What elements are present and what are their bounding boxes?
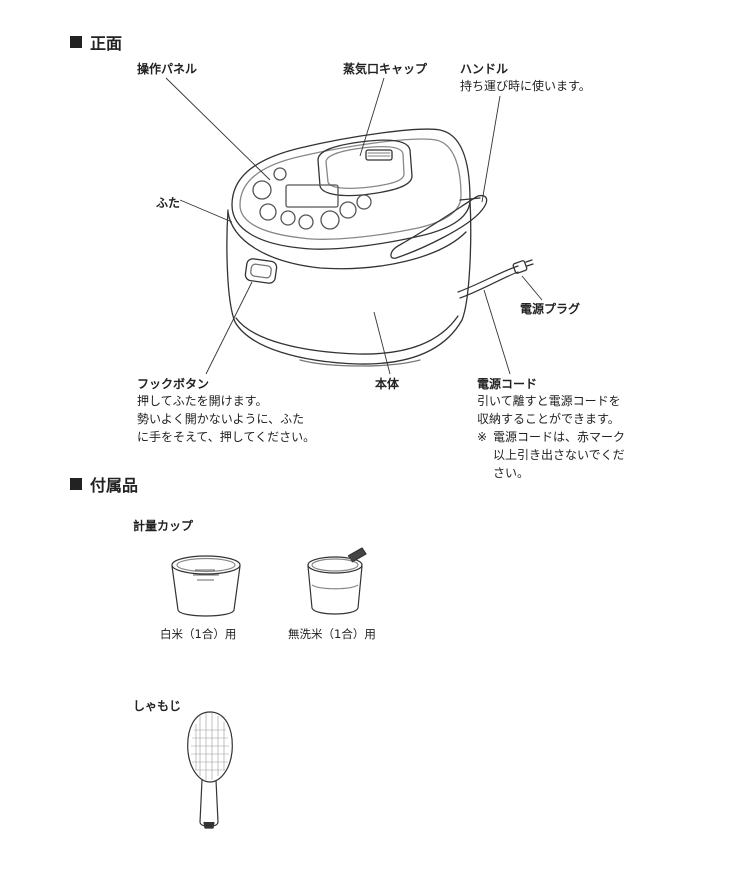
label-power-plug: 電源プラグ [520, 302, 581, 316]
hook-desc-line: 押してふたを開けます。 [137, 394, 268, 408]
power-plug-shape [512, 260, 528, 274]
caption-cup-musen: 無洗米（1合）用 [288, 627, 376, 641]
cup-white-body [171, 565, 241, 617]
cup-musen-handle [347, 547, 367, 563]
cooker-body-bottom-band [235, 315, 459, 355]
steam-vent [365, 149, 393, 161]
handle-shape [390, 194, 488, 259]
label-measuring-cup: 計量カップ [133, 519, 194, 533]
cup-musen-rim [307, 556, 363, 574]
label-handle: ハンドル [460, 62, 509, 76]
leader-handle [481, 95, 501, 203]
paddle-texture [191, 713, 229, 780]
steam-cap-outline [317, 139, 413, 197]
hook-button-shape [244, 258, 278, 284]
hook-button-callout: フックボタン 押してふたを開けます。 勢いよく開かないように、ふた に手をそえて… [137, 375, 315, 446]
handle-description: 持ち運び時に使います。 [460, 79, 591, 93]
hook-desc-line: 勢いよく開かないように、ふた [137, 412, 305, 426]
label-rice-paddle: しゃもじ [133, 699, 182, 713]
power-cord-line [457, 265, 519, 293]
panel-button [259, 203, 277, 221]
label-power-cord: 電源コード [477, 377, 538, 391]
section-front-label: 正面 [90, 34, 123, 53]
cord-note-line: 以上引き出さないでくだ [493, 448, 625, 462]
panel-button [280, 210, 296, 226]
panel-button [252, 180, 272, 200]
label-panel: 操作パネル [137, 62, 198, 76]
square-bullet-icon [70, 36, 82, 48]
section-accessories-title: 付属品 [70, 472, 138, 496]
cooker-lid-outline [231, 128, 471, 250]
leader-plug [521, 275, 543, 301]
section-front-title: 正面 [70, 30, 122, 54]
leader-panel [165, 77, 271, 181]
leader-steam [359, 77, 385, 157]
section-accessories-label: 付属品 [90, 476, 139, 495]
panel-button [356, 194, 372, 210]
panel-button [320, 210, 340, 230]
cord-note-line: 電源コードは、赤マーク [493, 430, 626, 444]
cooker-base [299, 359, 421, 367]
hook-desc-line: に手をそえて、押してください。 [137, 430, 316, 444]
leader-cord [483, 289, 511, 375]
steam-cap-inner [325, 146, 405, 189]
square-bullet-icon [70, 478, 82, 490]
cooker-lid-skirt [227, 211, 467, 270]
label-hook-button: フックボタン [137, 377, 210, 391]
leader-lid [179, 199, 233, 223]
cord-desc-line: 収納することができます。 [477, 412, 620, 426]
label-lid: ふた [156, 196, 181, 210]
panel-button [298, 214, 314, 230]
rice-paddle-handle [199, 779, 219, 828]
leader-body [373, 311, 391, 375]
panel-display [285, 184, 339, 208]
note-mark: ※ [477, 430, 488, 444]
panel-button [339, 201, 357, 219]
cup-white-rim [171, 555, 241, 575]
cooker-body-outline [226, 199, 472, 365]
cup-musen-body [307, 565, 363, 615]
rice-paddle-head [187, 711, 233, 783]
cord-desc-line: 引いて離すと電源コードを [477, 394, 621, 408]
handle-callout: ハンドル 持ち運び時に使います。 [460, 60, 591, 95]
cooker-lid-inner [239, 138, 462, 240]
label-steam-cap: 蒸気口キャップ [343, 62, 428, 76]
leader-hook [205, 281, 253, 375]
panel-button [273, 167, 287, 181]
cord-note-line: さい。 [493, 466, 530, 480]
power-cord-callout: 電源コード 引いて離すと電源コードを 収納することができます。 ※ 電源コードは… [477, 375, 625, 482]
caption-cup-white: 白米（1合）用 [160, 627, 237, 641]
label-body: 本体 [375, 377, 400, 391]
